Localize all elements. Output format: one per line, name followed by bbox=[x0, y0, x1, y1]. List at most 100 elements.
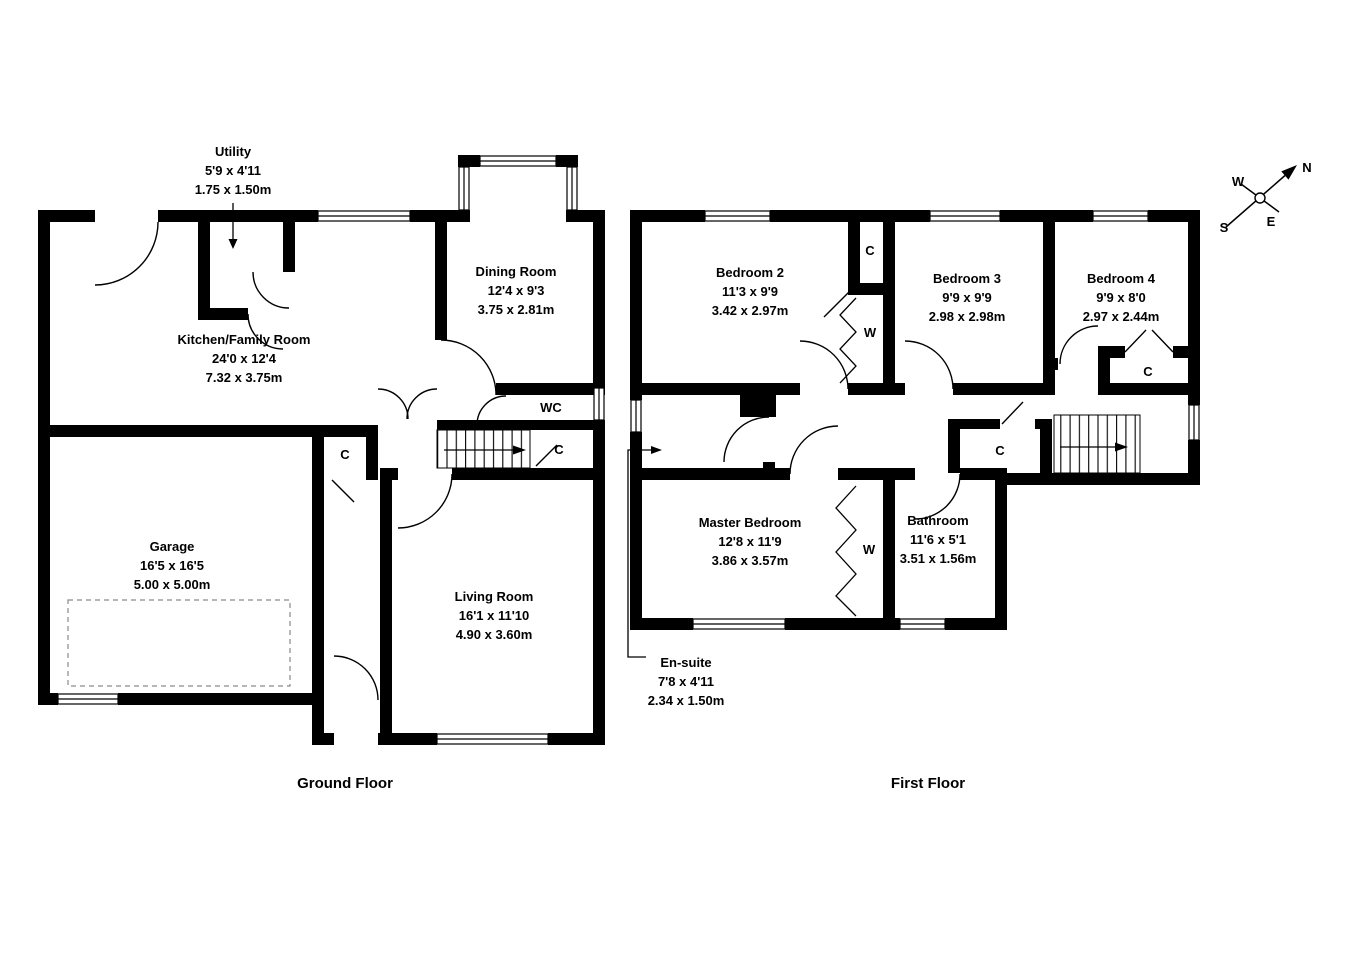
compass-north-arrowhead bbox=[1281, 165, 1297, 180]
closet-label-ground-hall: C bbox=[340, 445, 349, 464]
closet-door-line bbox=[823, 291, 850, 318]
room-name: Utility bbox=[214, 144, 252, 159]
room-dims-metric: 5.00 x 5.00m bbox=[133, 577, 211, 592]
room-name: C bbox=[1143, 364, 1153, 379]
living-door-arc bbox=[397, 473, 453, 529]
room-dims-metric: 3.51 x 1.56m bbox=[899, 551, 977, 566]
room-name: W bbox=[862, 542, 876, 557]
bedroom3-label: Bedroom 3 9'9 x 9'9 2.98 x 2.98m bbox=[929, 269, 1006, 326]
master-bedroom-label: Master Bedroom 12'8 x 11'9 3.86 x 3.57m bbox=[699, 513, 802, 570]
room-dims-metric: 2.97 x 2.44m bbox=[1082, 309, 1160, 324]
room-dims-metric: 7.32 x 3.75m bbox=[205, 370, 283, 385]
utility-inner-door-arc bbox=[252, 271, 290, 309]
first-floor-stairs bbox=[1053, 414, 1141, 474]
master-door-arc bbox=[789, 425, 839, 475]
room-dims-imperial: 11'6 x 5'1 bbox=[909, 532, 967, 547]
room-name: Dining Room bbox=[475, 264, 557, 279]
room-name: Master Bedroom bbox=[698, 515, 802, 530]
compass-west-label: W bbox=[1232, 174, 1245, 189]
ground-floor-stairs-arrow bbox=[444, 445, 526, 455]
bedroom4-label: Bedroom 4 9'9 x 8'0 2.97 x 2.44m bbox=[1083, 269, 1160, 326]
room-dims-metric: 2.34 x 1.50m bbox=[647, 693, 725, 708]
wardrobe-label-bedroom2: W bbox=[864, 323, 876, 342]
room-dims-metric: 4.90 x 3.60m bbox=[455, 627, 533, 642]
room-dims-metric: 3.42 x 2.97m bbox=[711, 303, 789, 318]
bedroom2-door-arc bbox=[799, 340, 849, 390]
kitchen-double-door-arc-left bbox=[377, 388, 409, 420]
closet-door-line bbox=[331, 479, 355, 503]
room-name: C bbox=[995, 443, 1005, 458]
room-name: En-suite bbox=[660, 655, 712, 670]
room-dims-metric: 3.75 x 2.81m bbox=[477, 302, 555, 317]
room-dims-imperial: 5'9 x 4'11 bbox=[204, 163, 262, 178]
room-dims-metric: 2.98 x 2.98m bbox=[928, 309, 1006, 324]
wardrobe-zigzag-bedroom2 bbox=[839, 297, 857, 384]
room-dims-imperial: 7'8 x 4'11 bbox=[657, 674, 715, 689]
room-name: W bbox=[863, 325, 877, 340]
bedroom4-door-arc bbox=[1059, 325, 1099, 365]
room-name: Bedroom 3 bbox=[933, 271, 1001, 286]
bedroom3-door-arc bbox=[904, 340, 954, 390]
room-name: WC bbox=[540, 400, 562, 415]
room-dims-imperial: 11'3 x 9'9 bbox=[721, 284, 779, 299]
ground-floor-title: Ground Floor bbox=[297, 775, 393, 792]
closet-label-first-hall: C bbox=[995, 441, 1004, 460]
room-dims-metric: 1.75 x 1.50m bbox=[194, 182, 272, 197]
utility-label: Utility 5'9 x 4'11 1.75 x 1.50m bbox=[195, 142, 272, 199]
wardrobe-zigzag-master bbox=[835, 485, 857, 617]
compass-north-label: N bbox=[1302, 160, 1311, 175]
closet-door-line bbox=[1001, 401, 1024, 425]
room-dims-metric: 3.86 x 3.57m bbox=[711, 553, 789, 568]
kitchen-family-room-label: Kitchen/Family Room 24'0 x 12'4 7.32 x 3… bbox=[178, 330, 311, 387]
room-name: Bathroom bbox=[907, 513, 969, 528]
compass-east-label: E bbox=[1267, 214, 1276, 229]
first-floor-doors bbox=[723, 291, 1174, 520]
room-dims-imperial: 16'1 x 11'10 bbox=[458, 608, 530, 623]
room-dims-imperial: 12'4 x 9'3 bbox=[487, 283, 545, 298]
ensuite-door-arc bbox=[723, 416, 770, 463]
compass-rose: N W S E bbox=[1220, 160, 1312, 235]
dining-door-arc bbox=[440, 339, 497, 396]
ground-floor-windows bbox=[57, 155, 605, 745]
garage-parking-outline bbox=[67, 599, 291, 687]
room-dims-imperial: 24'0 x 12'4 bbox=[211, 351, 277, 366]
bedroom2-label: Bedroom 2 11'3 x 9'9 3.42 x 2.97m bbox=[712, 263, 789, 320]
front-door-arc bbox=[94, 221, 159, 286]
first-floor-walls bbox=[630, 210, 1200, 630]
ensuite-label: En-suite 7'8 x 4'11 2.34 x 1.50m bbox=[648, 653, 725, 710]
first-floor-title: First Floor bbox=[890, 775, 966, 792]
ground-floor-walls bbox=[38, 155, 605, 745]
utility-pointer-arrow bbox=[228, 203, 238, 249]
wc-door-arc bbox=[476, 395, 507, 426]
dining-room-label: Dining Room 12'4 x 9'3 3.75 x 2.81m bbox=[476, 262, 557, 319]
first-floor-stairs-arrow bbox=[1060, 442, 1128, 452]
kitchen-double-door-arc-right bbox=[406, 388, 438, 420]
room-name: C bbox=[340, 447, 350, 462]
room-name: Garage bbox=[149, 539, 195, 554]
closet-label-bedroom4: C bbox=[1143, 362, 1152, 381]
room-name: Bedroom 2 bbox=[716, 265, 784, 280]
room-dims-imperial: 12'8 x 11'9 bbox=[718, 534, 782, 549]
room-name: Living Room bbox=[454, 589, 534, 604]
vestibule-door-arc bbox=[333, 655, 379, 701]
closet-door-line bbox=[1151, 329, 1174, 353]
room-name: Bedroom 4 bbox=[1087, 271, 1155, 286]
bathroom-label: Bathroom 11'6 x 5'1 3.51 x 1.56m bbox=[900, 511, 977, 568]
closet-door-line bbox=[1124, 329, 1147, 353]
wc-label: WC bbox=[540, 398, 562, 417]
room-name: Kitchen/Family Room bbox=[177, 332, 311, 347]
room-dims-imperial: 9'9 x 9'9 bbox=[942, 290, 992, 305]
bathroom-door-arc bbox=[914, 473, 961, 520]
ground-floor-doors bbox=[94, 221, 558, 701]
living-room-label: Living Room 16'1 x 11'10 4.90 x 3.60m bbox=[455, 587, 534, 644]
closet-label-ground-landing: C bbox=[554, 440, 563, 459]
room-dims-imperial: 9'9 x 8'0 bbox=[1096, 290, 1146, 305]
compass-south-label: S bbox=[1220, 220, 1229, 235]
room-name: C bbox=[865, 243, 875, 258]
garage-label: Garage 16'5 x 16'5 5.00 x 5.00m bbox=[134, 537, 211, 594]
first-floor-windows bbox=[630, 210, 1200, 630]
utility-door-arc bbox=[247, 313, 284, 350]
room-name: C bbox=[554, 442, 564, 457]
